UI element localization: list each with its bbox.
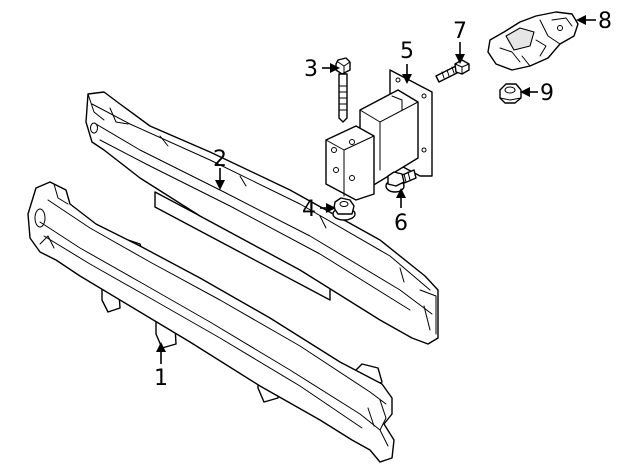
callout-label-1: 1 bbox=[154, 366, 168, 391]
reinforcement-beam bbox=[85, 91, 439, 345]
clip-nut bbox=[499, 83, 522, 104]
callout-label-8: 8 bbox=[598, 9, 612, 34]
callout-label-4: 4 bbox=[302, 197, 316, 222]
callout-label-3: 3 bbox=[304, 57, 318, 82]
callout-arrow-4 bbox=[320, 203, 336, 213]
callout-arrow-6 bbox=[396, 188, 406, 208]
callout-arrow-5 bbox=[402, 64, 412, 84]
callout-arrow-7 bbox=[455, 42, 465, 64]
callout-arrow-1 bbox=[156, 342, 166, 364]
callout-label-5: 5 bbox=[400, 39, 414, 64]
callout-arrow-9 bbox=[520, 87, 538, 97]
side-bracket bbox=[487, 11, 579, 71]
small-bolt bbox=[435, 59, 470, 83]
long-bolt bbox=[335, 57, 351, 123]
mounting-bracket bbox=[325, 69, 433, 201]
callout-arrow-2 bbox=[215, 168, 225, 190]
callout-arrow-3 bbox=[322, 63, 340, 73]
callout-arrow-8 bbox=[576, 15, 596, 25]
callout-label-2: 2 bbox=[213, 147, 227, 172]
callout-label-7: 7 bbox=[453, 19, 467, 44]
energy-absorber bbox=[27, 181, 395, 463]
flange-bolt bbox=[385, 169, 417, 193]
callout-label-6: 6 bbox=[394, 211, 408, 236]
flange-nut bbox=[332, 197, 356, 221]
callout-label-9: 9 bbox=[540, 81, 554, 106]
